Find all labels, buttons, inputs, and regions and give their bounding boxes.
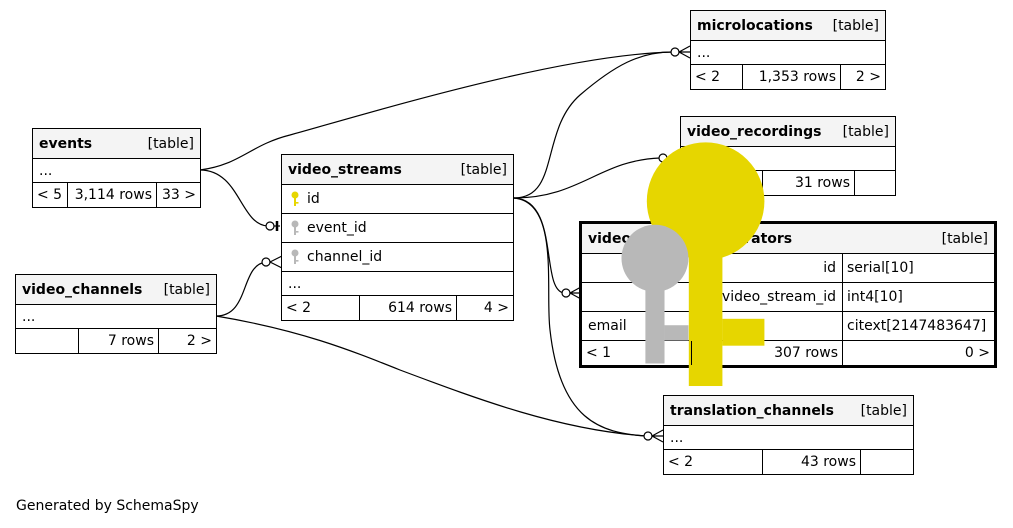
table-footer: < 2 43 rows [664,450,913,474]
table-header: video_streams [table] [282,155,513,185]
table-name: video_channels [22,281,143,298]
foreign-key-icon [291,220,299,235]
table-footer: < 2 1,353 rows 2 > [691,65,885,89]
primary-key-icon [291,191,299,206]
column-name: id [823,260,836,276]
table-video-stream-moderators[interactable]: video_stream_moderators [table] id seria… [579,141,997,386]
table-header: events [table] [33,129,200,159]
children-count[interactable] [861,450,913,474]
table-footer: < 5 3,114 rows 33 > [33,183,200,207]
column-row-event-id: event_id [282,214,513,243]
column-row: ... [282,272,513,296]
row-count: 31 rows [763,171,855,195]
parents-count[interactable]: < 2 [282,296,360,320]
table-name: translation_channels [670,402,834,419]
table-footer: 7 rows 2 > [16,329,216,353]
column-ellipsis: ... [22,308,36,325]
column-type: serial[10] [847,260,914,276]
table-name: microlocations [697,17,813,34]
column-row-email: email citext[2147483647] [582,312,994,341]
table-header: video_recordings [table] [681,117,895,147]
primary-key-icon [646,141,765,386]
children-count[interactable]: 33 > [162,187,196,203]
column-name: video_stream_id [721,289,836,305]
table-header: translation_channels [table] [664,396,913,426]
foreign-key-icon [621,225,689,364]
table-header: video_channels [table] [16,275,216,305]
table-kind: [table] [941,230,988,247]
table-microlocations[interactable]: microlocations [table] ... < 2 1,353 row… [690,10,886,90]
table-events[interactable]: events [table] ... < 5 3,114 rows 33 > [32,128,201,208]
children-count[interactable]: 2 > [855,69,881,85]
edge-channels-translation [215,315,647,437]
table-kind: [table] [842,123,889,140]
edge-events-video-streams [199,169,269,227]
table-video-streams[interactable]: video_streams [table] id event_id channe… [281,154,514,321]
column-ellipsis: ... [39,162,53,179]
column-type: citext[2147483647] [847,318,987,334]
row-count: 307 rows [692,341,843,365]
column-ellipsis: ... [288,275,302,292]
generated-by-note: Generated by SchemaSpy [16,498,199,514]
edge-video-streams-moderators [513,197,565,294]
parents-count[interactable]: < 2 [691,65,743,89]
table-kind: [table] [832,17,879,34]
table-translation-channels[interactable]: translation_channels [table] ... < 2 43 … [663,395,914,475]
column-row-channel-id: channel_id [282,243,513,272]
column-name: event_id [307,220,367,236]
edge-video-streams-microlocations [513,51,673,199]
edge-events-microlocations [199,51,673,171]
row-count: 3,114 rows [68,183,157,207]
table-header: microlocations [table] [691,11,885,41]
table-kind: [table] [860,402,907,419]
children-count[interactable]: 0 > [964,345,990,361]
table-kind: [table] [147,135,194,152]
parents-count[interactable]: < 1 [582,341,692,365]
children-count[interactable] [855,171,895,195]
table-kind: [table] [163,281,210,298]
children-count[interactable]: 4 > [483,300,509,316]
row-count: 614 rows [360,296,457,320]
column-row: ... [664,426,913,450]
table-name: video_streams [288,161,402,178]
table-footer: < 1 307 rows 0 > [582,341,994,365]
column-row: ... [691,41,885,65]
column-name: email [588,318,627,334]
column-name: id [307,191,320,207]
parents-count[interactable]: < 5 [33,183,68,207]
children-count[interactable]: 2 > [186,333,212,349]
table-footer: < 2 614 rows 4 > [282,296,513,320]
column-row-id: id serial[10] [582,141,994,386]
parents-count[interactable]: < 2 [664,450,763,474]
edge-video-streams-translation [513,197,647,437]
table-name: events [39,135,93,152]
row-count: 7 rows [79,329,159,353]
table-kind: [table] [460,161,507,178]
foreign-key-icon [291,249,299,264]
row-count: 43 rows [763,450,861,474]
column-ellipsis: ... [670,429,684,446]
column-row-video-stream-id: video_stream_id int4[10] [582,225,994,364]
row-count: 1,353 rows [743,65,841,89]
table-name: video_recordings [687,123,822,140]
edge-video-streams-recordings [513,157,661,199]
column-ellipsis: ... [697,44,711,61]
column-row: ... [33,159,200,183]
column-name: channel_id [307,249,383,265]
column-type: int4[10] [847,289,903,305]
column-row: ... [16,305,216,329]
column-row-id: id [282,185,513,214]
edge-channels-video-streams [215,261,267,317]
table-video-channels[interactable]: video_channels [table] ... 7 rows 2 > [15,274,217,354]
parents-count[interactable] [16,329,79,353]
